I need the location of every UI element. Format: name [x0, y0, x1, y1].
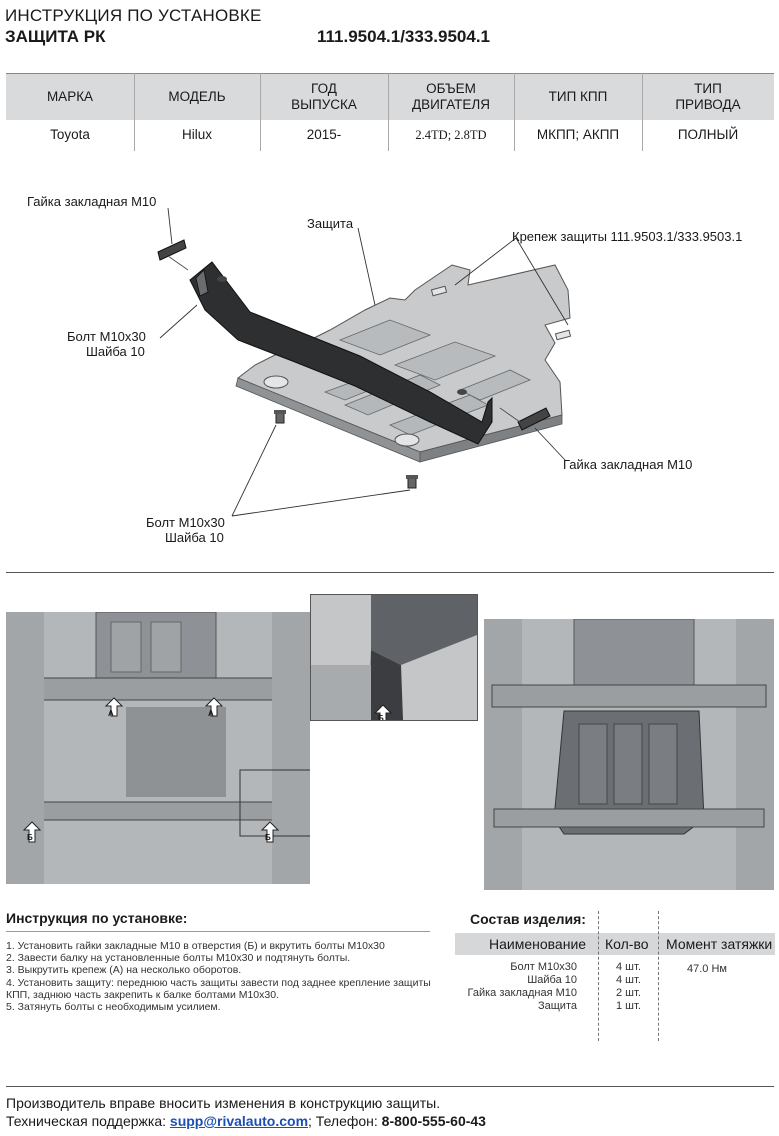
label-bolt-left: Болт М10х30	[67, 329, 146, 344]
vehicle-table-header: МАРКА МОДЕЛЬ ГОД ВЫПУСКА ОБЪЕМ ДВИГАТЕЛЯ…	[6, 73, 774, 120]
document-title: ИНСТРУКЦИЯ ПО УСТАНОВКЕ	[5, 6, 262, 25]
label-weld-nut-right: Гайка закладная М10	[563, 457, 693, 472]
product-name: ЗАЩИТА РК	[5, 27, 106, 46]
section-divider	[6, 572, 774, 573]
row-1-torque: 47.0 Нм	[687, 963, 727, 975]
step-2: 2. Завести балку на установленные болты …	[6, 952, 351, 965]
footer-support: Техническая поддержка: supp@rivalauto.co…	[6, 1113, 486, 1129]
col-torque-header: Момент затяжки	[666, 936, 773, 952]
photo-underbody-before: А А Б Б	[6, 612, 310, 884]
label-mount-kit: Крепеж защиты 111.9503.1/333.9503.1	[512, 229, 743, 244]
composition-header-bar	[455, 933, 775, 955]
photo-underbody-installed	[484, 619, 774, 890]
col-model: МОДЕЛЬ	[168, 89, 226, 104]
phone-label: ; Телефон:	[308, 1113, 382, 1129]
fasteners-drawing	[157, 239, 551, 489]
guard-plate-drawing	[235, 264, 572, 463]
col-make: МАРКА	[46, 89, 94, 104]
label-weld-nut-top: Гайка закладная М10	[27, 194, 157, 209]
step-4-cont: КПП, заднюю часть закрепить к балке болт…	[6, 988, 279, 1001]
support-label: Техническая поддержка:	[6, 1113, 170, 1129]
marker-b-left: Б	[27, 833, 33, 842]
row-1-name: Болт М10х30	[510, 961, 577, 973]
col-qty-header: Кол-во	[605, 936, 649, 952]
instructions-heading: Инструкция по установке:	[6, 910, 188, 926]
footer-note: Производитель вправе вносить изменения в…	[6, 1095, 441, 1111]
marker-b-zoom: Б	[378, 714, 384, 721]
underbody-before-drawing	[6, 612, 310, 884]
product-code: 111.9504.1/333.9504.1	[317, 27, 491, 46]
cell-make: Toyota	[50, 127, 90, 142]
col-gearbox: ТИП КПП	[548, 89, 608, 104]
label-bolt-bottom: Болт М10х30	[146, 515, 225, 530]
step-1: 1. Установить гайки закладные М10 в отве…	[6, 940, 385, 952]
col-name-header: Наименование	[489, 936, 587, 952]
label-washer-bottom: Шайба 10	[165, 530, 224, 545]
row-4-name: Защита	[538, 1000, 577, 1012]
underbody-installed-drawing	[484, 619, 774, 890]
label-guard: Защита	[307, 216, 354, 231]
col-drive: ТИП ПРИВОДА	[675, 81, 741, 112]
label-washer-left: Шайба 10	[86, 344, 145, 359]
col-year: ГОД ВЫПУСКА	[291, 81, 357, 112]
row-3-qty: 2 шт.	[616, 987, 641, 999]
row-2-name: Шайба 10	[527, 974, 577, 986]
assembly-diagram	[157, 207, 572, 517]
cell-engine: 2.4TD; 2.8TD	[415, 128, 487, 142]
step-4: 4. Установить защиту: переднюю часть защ…	[6, 976, 431, 989]
row-3-name: Гайка закладная М10	[467, 987, 577, 999]
instructions-steps: 1. Установить гайки закладные М10 в отве…	[6, 940, 436, 1013]
cell-gearbox: МКПП; АКПП	[536, 127, 620, 142]
row-4-qty: 1 шт.	[616, 1000, 641, 1012]
marker-a-left: А	[108, 709, 114, 718]
row-2-qty: 4 шт.	[616, 974, 641, 986]
support-email-link[interactable]: supp@rivalauto.com	[169, 1113, 309, 1129]
step-5: 5. Затянуть болты с необходимым усилием.	[6, 1001, 221, 1014]
cell-drive: ПОЛНЫЙ	[677, 127, 739, 142]
composition-heading: Состав изделия:	[470, 911, 586, 927]
marker-b-right: Б	[265, 833, 271, 842]
col-engine: ОБЪЕМ ДВИГАТЕЛЯ	[411, 81, 491, 112]
cell-model: Hilux	[181, 127, 212, 142]
leader-lines	[159, 207, 569, 517]
crossbar-drawing	[189, 261, 493, 445]
phone-number: 8-800-555-60-43	[381, 1113, 486, 1129]
cell-year: 2015-	[306, 127, 342, 142]
vehicle-table-row: Toyota Hilux 2015- 2.4TD; 2.8TD МКПП; АК…	[6, 119, 774, 151]
row-1-qty: 4 шт.	[616, 961, 641, 973]
marker-a-right: А	[208, 709, 214, 718]
step-3: 3. Выкрутить крепеж (А) на несколько обо…	[6, 964, 242, 977]
photo-zoom-detail: Б	[310, 594, 478, 721]
zoom-detail-drawing	[311, 595, 477, 720]
vehicle-table: МАРКА МОДЕЛЬ ГОД ВЫПУСКА ОБЪЕМ ДВИГАТЕЛЯ…	[6, 73, 774, 151]
